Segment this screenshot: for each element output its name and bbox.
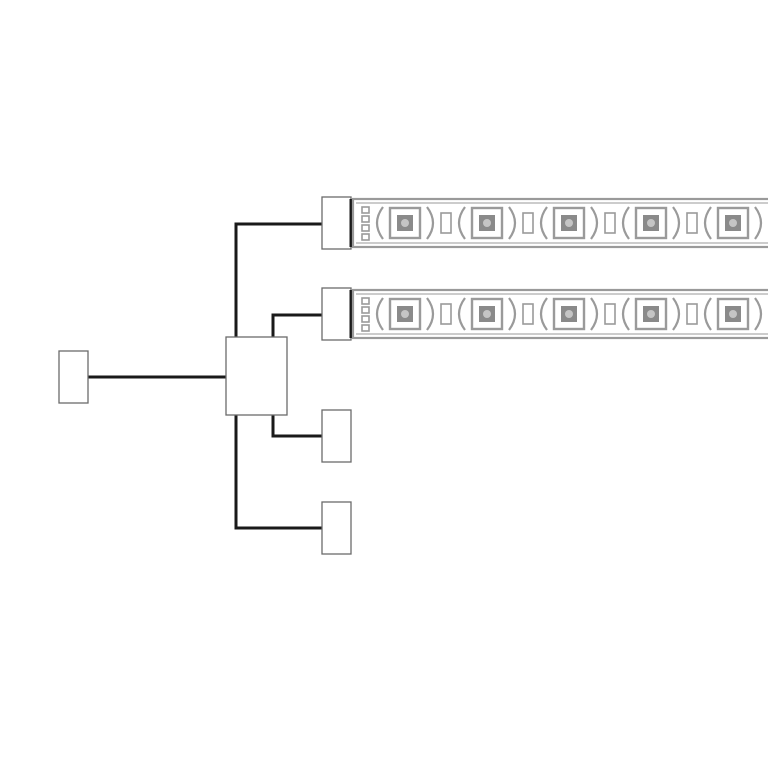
led-bracket [703, 297, 712, 331]
led-bracket [426, 206, 435, 240]
resistor [522, 303, 534, 325]
led-strip-bottom [351, 288, 768, 340]
led-highlight [565, 219, 573, 227]
led-bracket [539, 206, 548, 240]
solder-pad [361, 233, 370, 241]
wires [88, 222, 322, 530]
led-bracket [375, 206, 384, 240]
led-bracket [508, 297, 517, 331]
solder-pad [361, 315, 370, 323]
led-highlight [401, 310, 409, 318]
led-chip [552, 206, 586, 240]
wire-output-1 [234, 222, 322, 337]
led-bracket [539, 297, 548, 331]
led-strip-top [351, 197, 768, 249]
led-chip [470, 297, 504, 331]
led-strips [351, 197, 768, 340]
splitter-box [225, 336, 288, 416]
output-connector-3 [321, 409, 352, 463]
led-highlight [401, 219, 409, 227]
output-connector-1 [321, 196, 352, 250]
output-connector-4 [321, 501, 352, 555]
led-highlight [483, 219, 491, 227]
led-highlight [565, 310, 573, 318]
wire-output-3 [271, 415, 322, 438]
led-bracket [621, 297, 630, 331]
output-connector-2 [321, 287, 352, 341]
led-bracket [457, 297, 466, 331]
led-chip [552, 297, 586, 331]
solder-pad [361, 306, 370, 314]
led-highlight [647, 310, 655, 318]
solder-pad [361, 224, 370, 232]
resistor [686, 212, 698, 234]
resistor [440, 212, 452, 234]
resistor [440, 303, 452, 325]
led-highlight [729, 219, 737, 227]
led-bracket [426, 297, 435, 331]
wire-output-2 [271, 313, 322, 337]
input-connector [58, 350, 89, 404]
led-bracket [590, 206, 599, 240]
led-highlight [729, 310, 737, 318]
wire-output-4 [234, 415, 322, 530]
led-bracket [590, 297, 599, 331]
led-bracket [672, 297, 681, 331]
led-highlight [647, 219, 655, 227]
resistor [604, 212, 616, 234]
led-highlight [483, 310, 491, 318]
resistor [522, 212, 534, 234]
led-bracket [754, 297, 763, 331]
resistor [604, 303, 616, 325]
led-bracket [375, 297, 384, 331]
solder-pad [361, 206, 370, 214]
resistor [686, 303, 698, 325]
solder-pad [361, 297, 370, 305]
led-bracket [457, 206, 466, 240]
solder-pad [361, 324, 370, 332]
solder-pad [361, 215, 370, 223]
led-bracket [508, 206, 517, 240]
led-bracket [703, 206, 712, 240]
led-bracket [754, 206, 763, 240]
led-bracket [621, 206, 630, 240]
led-bracket [672, 206, 681, 240]
